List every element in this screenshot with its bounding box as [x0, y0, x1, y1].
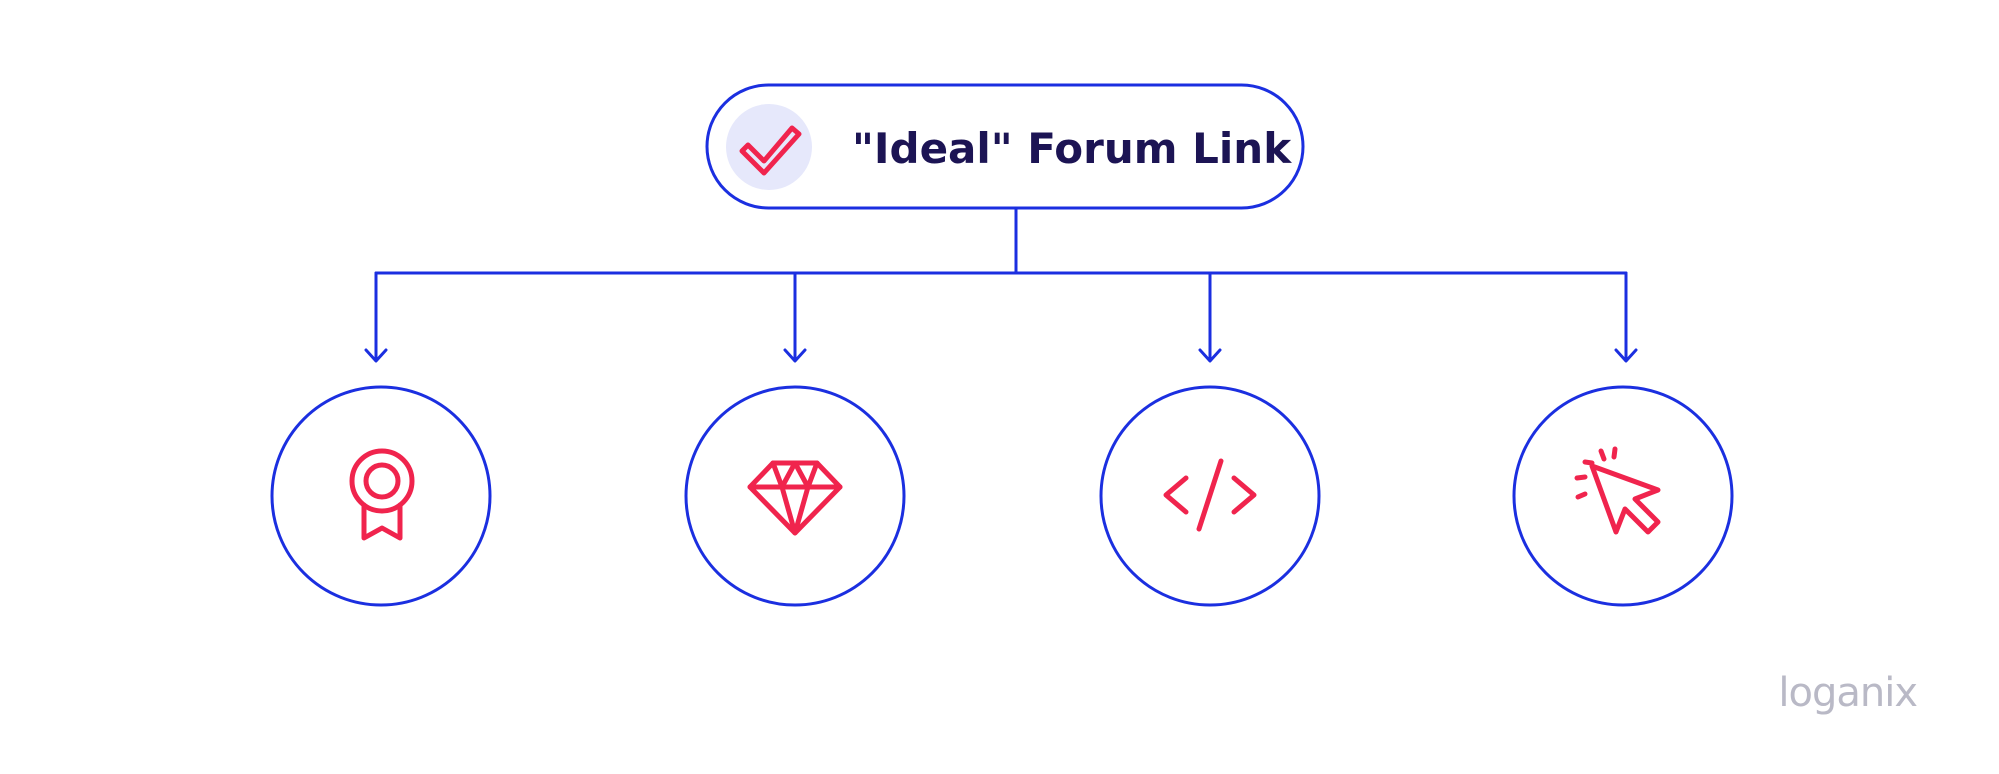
- check-badge: [726, 104, 812, 190]
- child-circle: [1512, 385, 1734, 607]
- child-node-award: [270, 385, 492, 607]
- root-pill: [705, 83, 1305, 210]
- check-icon: [739, 125, 802, 176]
- brand-logo: loganix: [1778, 670, 1918, 716]
- arrow-down-icon: [783, 348, 807, 363]
- child-node-code: [1099, 385, 1321, 607]
- cursor-click-icon: [1574, 446, 1661, 535]
- child-circle: [684, 385, 906, 607]
- arrow-down-icon: [364, 348, 388, 363]
- code-brackets-icon: [1163, 458, 1257, 532]
- root-label: "Ideal" Forum Link: [852, 124, 1292, 173]
- connectors: [364, 206, 1638, 363]
- award-ribbon-icon: [349, 448, 415, 541]
- arrow-down-icon: [1198, 348, 1222, 363]
- child-node-diamond: [684, 385, 906, 607]
- diamond-icon: [747, 460, 843, 536]
- arrow-down-icon: [1614, 348, 1638, 363]
- root-node: "Ideal" Forum Link: [705, 83, 1305, 210]
- child-node-cursor: [1512, 385, 1734, 607]
